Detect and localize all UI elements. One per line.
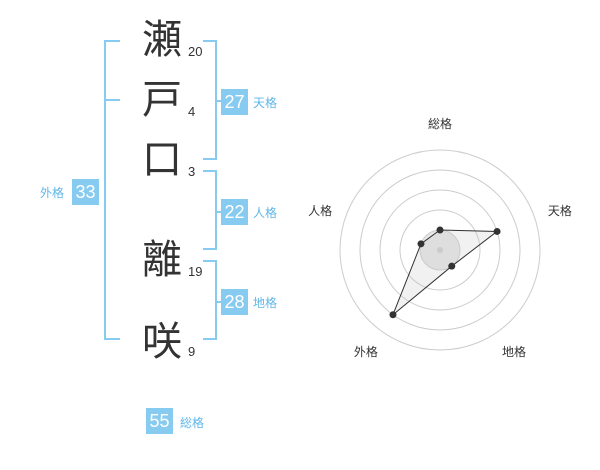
gaikaku-badge: 33 xyxy=(72,179,99,205)
radar-point-3 xyxy=(448,262,456,270)
chikaku-badge: 28 xyxy=(221,289,248,315)
stroke-count-4: 19 xyxy=(188,264,203,279)
gaikaku-bracket xyxy=(104,40,120,340)
name-char-2: 戸 xyxy=(142,77,182,123)
stroke-count-1: 20 xyxy=(188,44,203,59)
gaikaku-bracket-divider xyxy=(104,99,120,101)
jinkaku-bracket-link xyxy=(215,211,221,213)
radar-ring-3 xyxy=(379,189,501,311)
radar-axis-label-1: 総格 xyxy=(428,116,452,131)
radar-ring-2 xyxy=(399,209,481,291)
radar-point-2 xyxy=(493,227,501,235)
radar-polygon xyxy=(392,229,499,316)
jinkaku-badge: 22 xyxy=(221,199,248,225)
radar-center xyxy=(437,247,443,253)
radar-ring-5 xyxy=(339,149,541,351)
stroke-count-5: 9 xyxy=(188,344,196,359)
radar-point-5 xyxy=(417,240,425,248)
tenkaku-bracket-link xyxy=(215,100,221,102)
stroke-count-2: 4 xyxy=(188,104,196,119)
tenkaku-badge: 27 xyxy=(221,89,248,115)
soukaku-label: 総格 xyxy=(180,416,205,430)
name-char-4: 離 xyxy=(142,237,182,283)
name-char-3: 口 xyxy=(142,137,182,183)
chikaku-bracket xyxy=(203,260,217,340)
radar-point-1 xyxy=(436,226,444,234)
radar-axis-label-5: 人格 xyxy=(308,203,332,218)
name-char-5: 咲 xyxy=(142,319,182,365)
radar-ring-4 xyxy=(359,169,521,331)
radar-axis-label-4: 外格 xyxy=(354,344,378,359)
jinkaku-bracket xyxy=(203,170,217,250)
chikaku-bracket-link xyxy=(215,301,221,303)
jinkaku-label: 人格 xyxy=(253,206,278,220)
gaikaku-label: 外格 xyxy=(40,186,65,200)
radar-axis-label-3: 地格 xyxy=(502,344,526,359)
radar-point-4 xyxy=(389,311,397,319)
stroke-count-3: 3 xyxy=(188,164,196,179)
radar-axis-label-2: 天格 xyxy=(548,203,572,218)
name-char-1: 瀬 xyxy=(142,17,182,63)
tenkaku-label: 天格 xyxy=(253,96,278,110)
chikaku-label: 地格 xyxy=(253,296,278,310)
soukaku-badge: 55 xyxy=(146,408,173,434)
